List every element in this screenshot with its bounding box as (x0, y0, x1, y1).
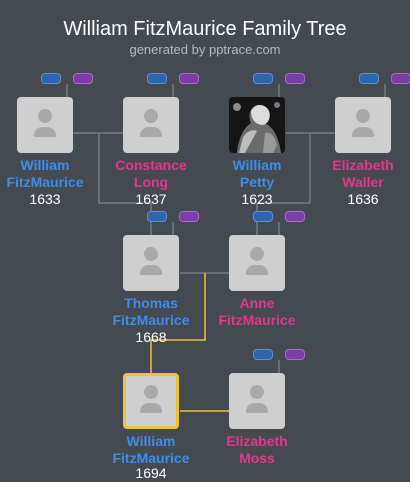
expand-mother-toggle[interactable] (285, 349, 305, 360)
person-silhouette-icon (144, 247, 158, 261)
expand-mother-toggle[interactable] (391, 73, 410, 84)
person-name-elizabeth-moss[interactable]: Elizabeth Moss (226, 433, 288, 466)
person-silhouette-icon (38, 109, 52, 123)
expand-father-toggle[interactable] (253, 211, 273, 222)
person-silhouette-icon (144, 109, 158, 123)
person-year: 1694 (135, 465, 167, 481)
expand-father-toggle[interactable] (253, 349, 273, 360)
person-photo-constance-long[interactable] (123, 97, 179, 153)
person-photo-william-fitzmaurice-1633[interactable] (17, 97, 73, 153)
expand-father-toggle[interactable] (359, 73, 379, 84)
person-name-constance-long[interactable]: Constance Long (115, 157, 187, 190)
expand-mother-toggle[interactable] (73, 73, 93, 84)
person-photo-william-fitzmaurice-1694[interactable] (123, 373, 179, 429)
person-name-william-fitzmaurice-1633[interactable]: William FitzMaurice (6, 157, 84, 190)
expand-mother-toggle[interactable] (285, 211, 305, 222)
person-photo-elizabeth-waller[interactable] (335, 97, 391, 153)
person-silhouette-icon (144, 385, 158, 399)
person-name-thomas-fitzmaurice[interactable]: Thomas FitzMaurice (112, 295, 190, 328)
expand-father-toggle[interactable] (253, 73, 273, 84)
person-silhouette-icon (250, 385, 264, 399)
page-subtitle: generated by pptrace.com (129, 42, 281, 57)
page-title: William FitzMaurice Family Tree (63, 18, 347, 40)
person-photo-william-petty[interactable] (229, 97, 285, 153)
person-year: 1623 (241, 191, 273, 207)
person-name-elizabeth-waller[interactable]: Elizabeth Waller (332, 157, 394, 190)
expand-mother-toggle[interactable] (285, 73, 305, 84)
person-year: 1637 (135, 191, 167, 207)
person-name-william-fitzmaurice-1694[interactable]: William FitzMaurice (112, 433, 190, 466)
person-photo-elizabeth-moss[interactable] (229, 373, 285, 429)
person-year: 1636 (347, 191, 379, 207)
person-year: 1668 (135, 329, 167, 345)
person-year: 1633 (29, 191, 61, 207)
person-photo-anne-fitzmaurice[interactable] (229, 235, 285, 291)
person-silhouette-icon (250, 247, 264, 261)
person-photo-thomas-fitzmaurice[interactable] (123, 235, 179, 291)
expand-father-toggle[interactable] (147, 73, 167, 84)
expand-mother-toggle[interactable] (179, 211, 199, 222)
person-name-anne-fitzmaurice[interactable]: Anne FitzMaurice (218, 295, 296, 328)
person-silhouette-icon (356, 109, 370, 123)
expand-father-toggle[interactable] (41, 73, 61, 84)
expand-mother-toggle[interactable] (179, 73, 199, 84)
portrait-image (229, 97, 285, 153)
person-name-william-petty[interactable]: William Petty (232, 157, 282, 190)
expand-father-toggle[interactable] (147, 211, 167, 222)
